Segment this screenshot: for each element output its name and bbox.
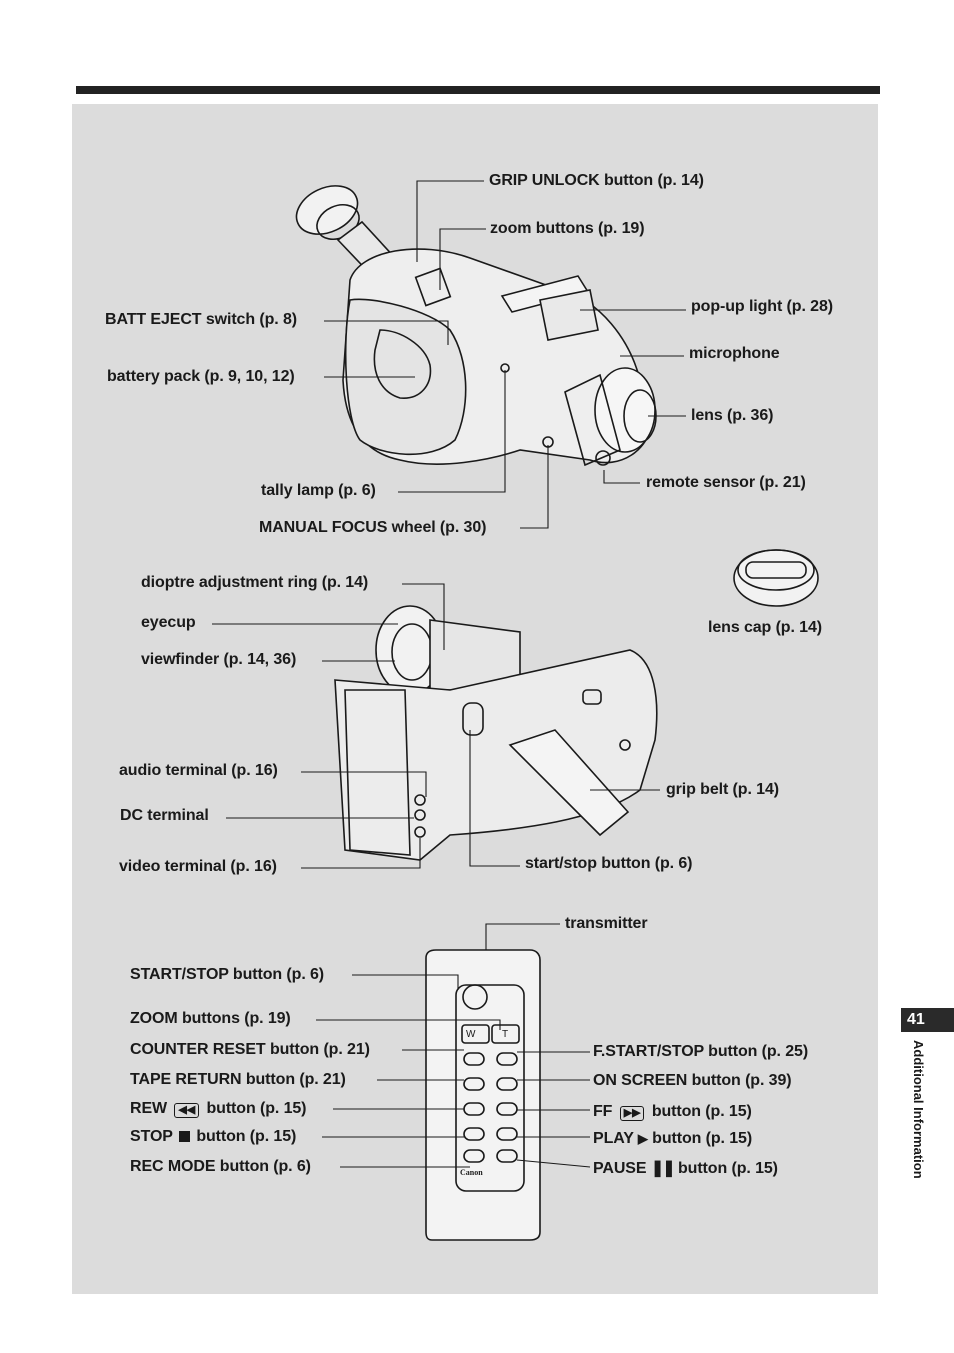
zoom-w-label: W: [466, 1029, 476, 1040]
label-popup-light: pop-up light (p. 28): [691, 298, 833, 315]
label-counter-reset: COUNTER RESET button (p. 21): [130, 1041, 370, 1058]
label-on-screen: ON SCREEN button (p. 39): [593, 1072, 792, 1089]
label-video-terminal: video terminal (p. 16): [119, 858, 277, 875]
label-fstart-stop: F.START/STOP button (p. 25): [593, 1043, 809, 1060]
label-tally-lamp: tally lamp (p. 6): [261, 482, 376, 499]
label-start-stop-button: start/stop button (p. 6): [525, 855, 693, 872]
label-batt-eject: BATT EJECT switch (p. 8): [105, 311, 297, 328]
leader-lines: [212, 180, 686, 1168]
label-dioptre: dioptre adjustment ring (p. 14): [141, 574, 369, 591]
rewind-icon: ◀◀: [174, 1103, 200, 1118]
page-number: 41: [901, 1008, 954, 1032]
label-battery-pack: battery pack (p. 9, 10, 12): [107, 368, 295, 385]
label-viewfinder: viewfinder (p. 14, 36): [141, 651, 297, 668]
label-lens-cap: lens cap (p. 14): [708, 619, 822, 636]
label-remote-zoom: ZOOM buttons (p. 19): [130, 1010, 291, 1027]
label-manual-focus: MANUAL FOCUS wheel (p. 30): [259, 519, 487, 536]
label-rew: REW ◀◀ button (p. 15): [130, 1100, 307, 1118]
zoom-t-label: T: [502, 1029, 508, 1040]
label-lens: lens (p. 36): [691, 407, 774, 424]
label-remote-sensor: remote sensor (p. 21): [646, 474, 806, 491]
label-audio-terminal: audio terminal (p. 16): [119, 762, 278, 779]
label-microphone: microphone: [689, 345, 780, 362]
lens-cap-illustration: [733, 549, 819, 607]
stop-icon: [178, 1131, 190, 1142]
section-title: Additional Information: [911, 1040, 926, 1179]
label-ff: FF ▶▶ button (p. 15): [593, 1103, 752, 1121]
label-rec-mode: REC MODE button (p. 6): [130, 1158, 311, 1175]
label-grip-belt: grip belt (p. 14): [666, 781, 779, 798]
camcorder-side-illustration: [334, 605, 658, 861]
header-rule: [76, 86, 880, 94]
remote-brand-logo: Canon: [460, 1168, 483, 1177]
label-dc-terminal: DC terminal: [120, 807, 209, 824]
label-zoom-buttons: zoom buttons (p. 19): [490, 220, 645, 237]
label-grip-unlock: GRIP UNLOCK button (p. 14): [489, 172, 704, 189]
play-icon: ▶: [637, 1131, 648, 1146]
label-pause: PAUSE ❚❚ button (p. 15): [593, 1160, 778, 1177]
label-eyecup: eyecup: [141, 614, 196, 631]
label-transmitter: transmitter: [565, 915, 648, 932]
remote-illustration: [425, 949, 541, 1241]
label-play: PLAY ▶ button (p. 15): [593, 1130, 753, 1147]
pause-icon: ❚❚: [650, 1160, 676, 1177]
label-remote-start-stop: START/STOP button (p. 6): [130, 966, 325, 983]
fast-forward-icon: ▶▶: [619, 1106, 645, 1121]
label-tape-return: TAPE RETURN button (p. 21): [130, 1071, 346, 1088]
label-stop: STOP button (p. 15): [130, 1128, 297, 1145]
